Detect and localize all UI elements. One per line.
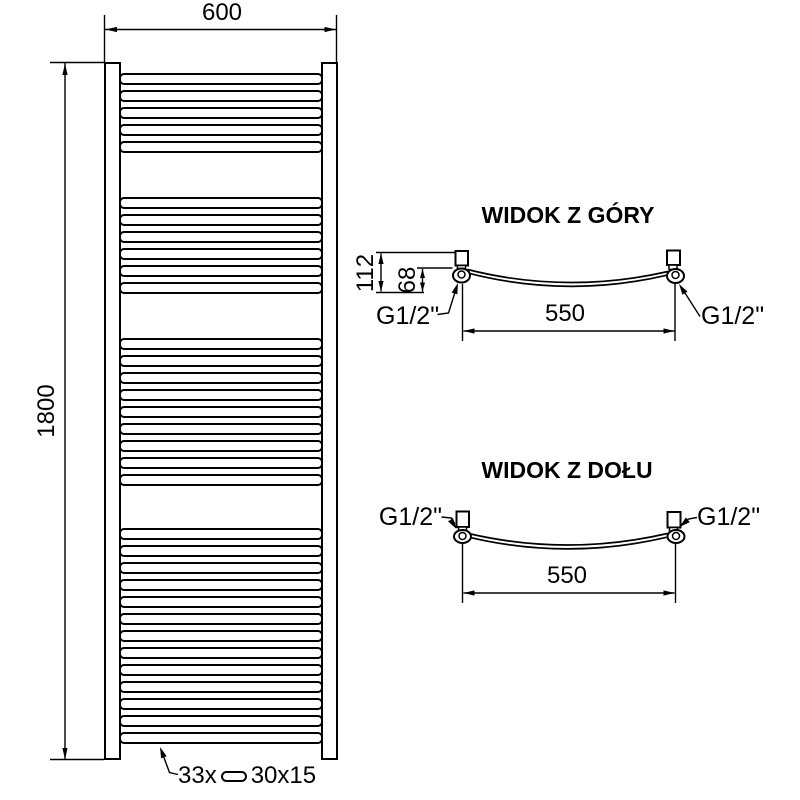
rung bbox=[119, 664, 323, 676]
leader-g12-bottom-right bbox=[681, 516, 698, 526]
rung bbox=[119, 440, 323, 452]
rung bbox=[119, 73, 323, 85]
rung bbox=[119, 562, 323, 574]
rung bbox=[119, 732, 323, 744]
rung-spec-label: 33x 30x15 bbox=[178, 764, 316, 788]
arrow-g12-top-right bbox=[679, 284, 688, 295]
arrow-g12-bottom-left bbox=[448, 518, 457, 529]
bottom-span-dimension-label: 550 bbox=[546, 562, 588, 589]
rung bbox=[119, 647, 323, 659]
rung bbox=[119, 214, 323, 226]
rung bbox=[119, 423, 323, 435]
bottom-view-title: WIDOK Z DOŁU bbox=[481, 457, 653, 483]
top-span-dimension-label: 550 bbox=[544, 300, 586, 327]
oval-profile-icon bbox=[220, 770, 247, 782]
rung bbox=[119, 248, 323, 260]
rung bbox=[119, 596, 323, 608]
rung bbox=[119, 372, 323, 384]
leader-g12-top-left bbox=[437, 288, 457, 316]
rung bbox=[119, 630, 323, 642]
top-left-fitting-label: G1/2" bbox=[376, 302, 440, 330]
rung bbox=[119, 389, 323, 401]
rung bbox=[119, 231, 323, 243]
rung bbox=[119, 698, 323, 710]
rung bbox=[119, 715, 323, 727]
arrow-rung-leader bbox=[160, 747, 167, 759]
top-view-right-fitting bbox=[666, 249, 685, 284]
rung bbox=[119, 141, 323, 153]
bottom-view-right-fitting bbox=[666, 511, 686, 544]
radiator-left-rail bbox=[104, 62, 121, 760]
depth-dimension-label: 112 bbox=[352, 253, 379, 293]
top-view-curve bbox=[467, 268, 669, 288]
rung bbox=[119, 124, 323, 136]
rung-size-text: 30x15 bbox=[250, 762, 317, 789]
rung bbox=[119, 90, 323, 102]
top-view-title: WIDOK Z GÓRY bbox=[481, 202, 655, 228]
bottom-left-fitting-label: G1/2" bbox=[378, 503, 442, 531]
rung bbox=[119, 545, 323, 557]
radiator-right-rail bbox=[321, 62, 338, 760]
rung bbox=[119, 528, 323, 540]
width-dimension-label: 600 bbox=[201, 0, 243, 26]
rung-count-text: 33x bbox=[178, 762, 217, 789]
rung bbox=[119, 197, 323, 209]
arrow-g12-bottom-right bbox=[679, 517, 690, 527]
rung bbox=[119, 681, 323, 693]
rung bbox=[119, 265, 323, 277]
rung bbox=[119, 613, 323, 625]
top-right-fitting-label: G1/2" bbox=[701, 302, 765, 330]
bottom-view-curve bbox=[468, 532, 668, 550]
axis-depth-dimension-label: 68 bbox=[394, 266, 421, 294]
rung bbox=[119, 457, 323, 469]
rung bbox=[119, 579, 323, 591]
leader-rung-label bbox=[160, 750, 179, 776]
leader-g12-bottom-left bbox=[441, 516, 456, 525]
rung bbox=[119, 282, 323, 294]
rung bbox=[119, 355, 323, 367]
top-view-left-fitting bbox=[452, 250, 471, 284]
rung bbox=[119, 474, 323, 486]
rung bbox=[119, 406, 323, 418]
bottom-right-fitting-label: G1/2" bbox=[697, 503, 761, 531]
bottom-view-left-fitting bbox=[453, 510, 472, 544]
leader-g12-top-right bbox=[680, 287, 701, 317]
height-dimension-label: 1800 bbox=[33, 384, 60, 438]
arrow-g12-top-left bbox=[451, 283, 458, 295]
rung bbox=[119, 107, 323, 119]
rung bbox=[119, 338, 323, 350]
